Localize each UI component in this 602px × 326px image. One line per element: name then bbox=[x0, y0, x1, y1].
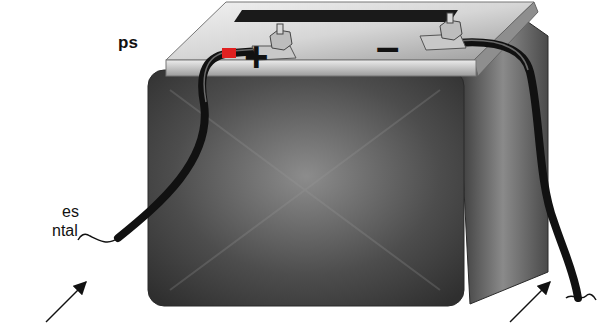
battery-front bbox=[148, 70, 464, 306]
caption-fragment: ntal bbox=[52, 223, 78, 239]
terminal-bolt bbox=[277, 24, 283, 34]
cable-end-mark bbox=[566, 294, 596, 300]
cable-end-mark bbox=[78, 234, 118, 242]
pointer-arrow bbox=[46, 282, 86, 322]
caption-fragment: es bbox=[62, 204, 79, 220]
terminal-bolt bbox=[447, 13, 453, 23]
red-marker-band bbox=[222, 48, 236, 58]
caption-fragment: ps bbox=[118, 34, 138, 51]
pointer-arrow bbox=[510, 282, 550, 322]
polarity-sign: + bbox=[244, 36, 269, 78]
lid-slot bbox=[234, 10, 458, 22]
polarity-sign: – bbox=[376, 26, 399, 68]
negative-cable bbox=[446, 42, 578, 298]
front-shading bbox=[170, 90, 440, 290]
positive-cable bbox=[118, 50, 276, 238]
